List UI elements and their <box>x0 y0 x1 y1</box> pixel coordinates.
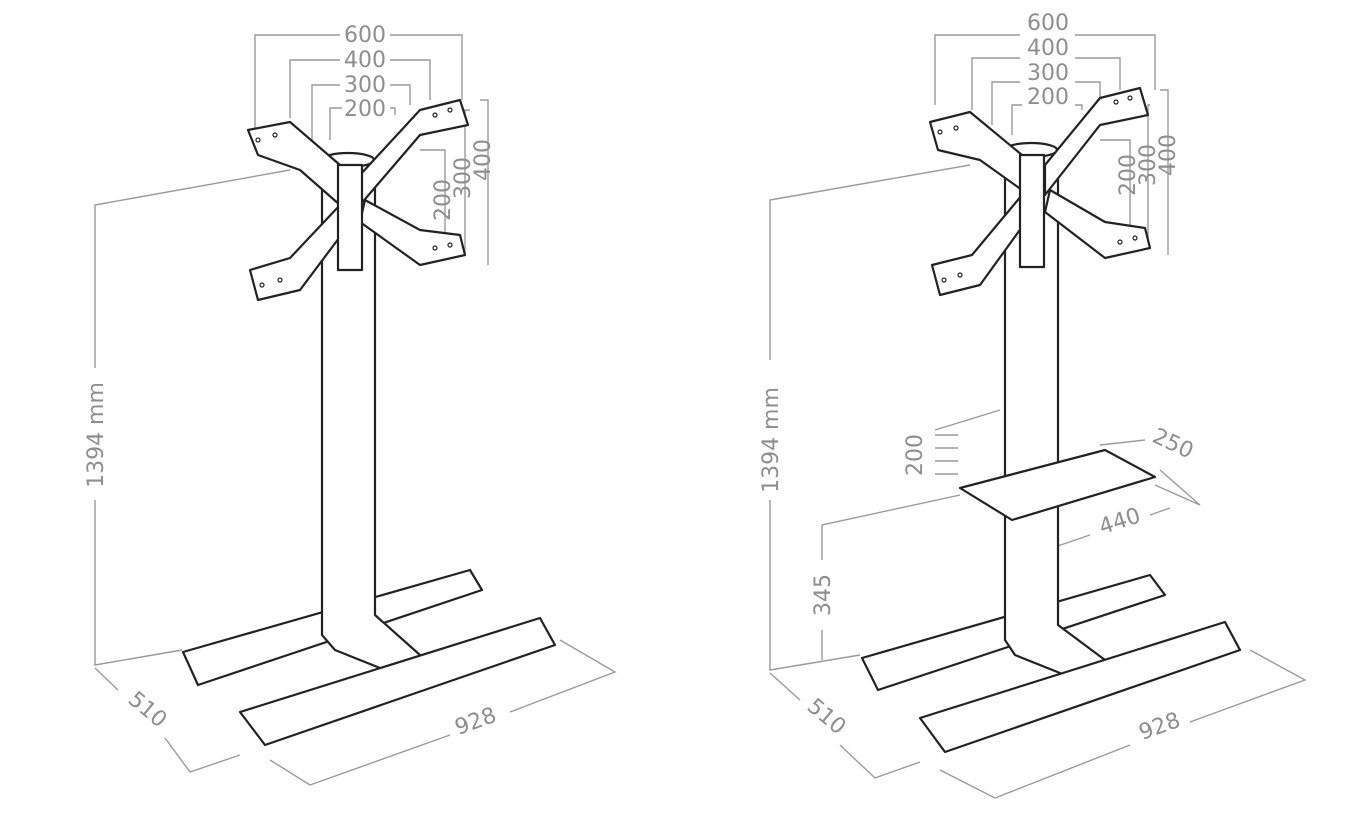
shelf-adjust-label: 200 <box>903 434 928 476</box>
vesa-height-300-label: 300 <box>451 157 476 199</box>
vesa-width-200-label: 200 <box>344 97 386 122</box>
height-label: 1394 mm <box>84 382 109 488</box>
vesa-height-200-label: 200 <box>1116 154 1141 196</box>
stand-drawing <box>181 98 557 747</box>
vesa-width-200-label: 200 <box>1027 85 1069 110</box>
shelf-width-label: 440 <box>1096 503 1144 540</box>
vesa-height-400-label: 400 <box>471 139 496 181</box>
stand-drawing <box>860 86 1242 754</box>
shelf <box>958 448 1157 522</box>
vesa-width-400-label: 400 <box>1027 36 1069 61</box>
vesa-height-200-label: 200 <box>431 179 456 221</box>
vesa-height-dimensions: 200 300 400 <box>420 99 496 265</box>
stand-with-shelf: 600 400 300 200 200 300 400 1394 mm 200 … <box>759 11 1307 799</box>
shelf-height-label: 345 <box>811 574 836 616</box>
width-label: 928 <box>452 703 500 741</box>
height-label: 1394 mm <box>759 387 784 493</box>
vesa-width-dimensions: 600 400 300 200 <box>934 11 1156 135</box>
vesa-height-400-label: 400 <box>1156 134 1181 176</box>
vesa-width-400-label: 400 <box>344 48 386 73</box>
vesa-width-300-label: 300 <box>344 73 386 98</box>
vesa-height-300-label: 300 <box>1136 144 1161 186</box>
width-label: 928 <box>1136 708 1184 746</box>
shelf-depth-label: 250 <box>1148 424 1197 464</box>
vesa-height-dimensions: 200 300 400 <box>1100 89 1181 255</box>
vesa-width-dimensions: 600 400 300 200 <box>254 23 463 140</box>
depth-label: 510 <box>802 694 850 740</box>
stand-basic: 600 400 300 200 200 300 400 1394 mm 510 … <box>84 23 617 786</box>
vesa-width-600-label: 600 <box>1027 11 1069 36</box>
depth-label: 510 <box>123 687 171 733</box>
vesa-width-300-label: 300 <box>1027 61 1069 86</box>
vesa-width-600-label: 600 <box>344 23 386 48</box>
